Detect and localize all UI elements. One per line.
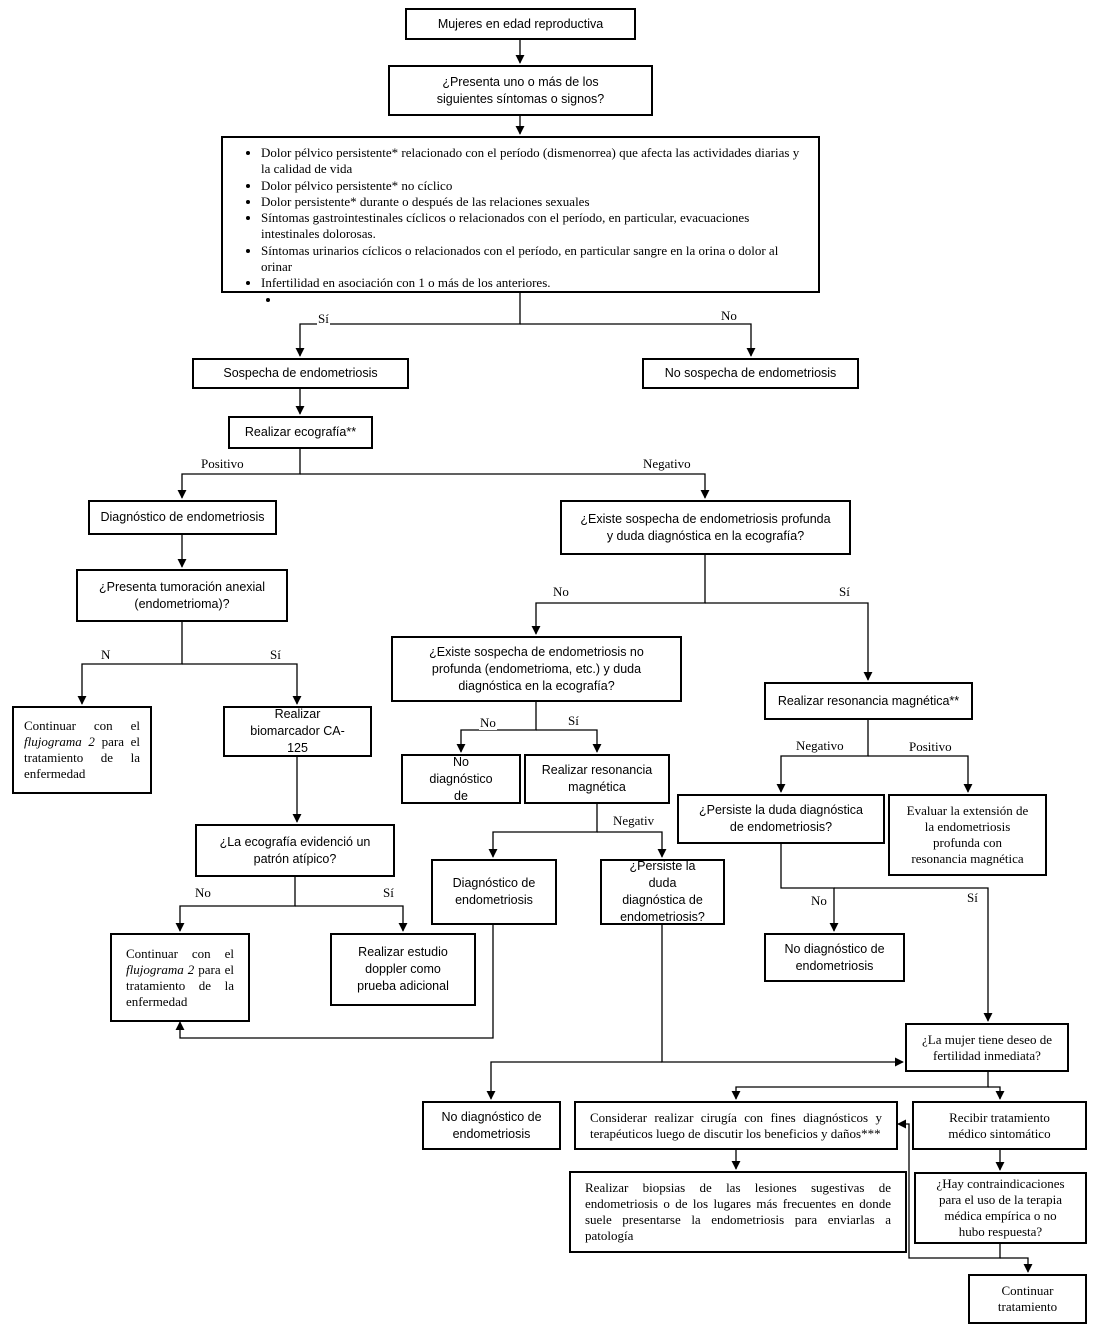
label-no-5: No: [194, 885, 212, 900]
empty-bullet: [281, 292, 808, 306]
biopsy-node: Realizar biopsias de las lesiones sugest…: [569, 1171, 907, 1253]
diagnosis-node-1: Diagnóstico de endometriosis: [88, 500, 277, 535]
line-symptoms-split: [295, 293, 521, 357]
arrow-to-no-diag3: [486, 1061, 662, 1100]
label-n-3: N: [100, 647, 112, 662]
label-no-4: No: [479, 715, 497, 730]
biomarker-node: Realizar biomarcador CA-125: [223, 706, 372, 757]
mri-node-1: Realizar resonancia magnética: [524, 754, 670, 804]
arrow-no-suspect: [520, 323, 756, 357]
symptom-item: Dolor pélvico persistente* relacionado c…: [261, 145, 808, 178]
persist-doubt-node-1: ¿Persiste la duda diagnóstica de endomet…: [600, 859, 725, 925]
arrow-nondeep-no: [456, 702, 537, 753]
label-negative-1: Negativo: [642, 456, 692, 471]
arrow-us-positive: [177, 449, 301, 499]
diagnosis-node-2: Diagnóstico de endometriosis: [431, 859, 557, 925]
continue-text-2: Continuar con el flujograma 2 para el tr…: [126, 945, 234, 1009]
continue-text-1: Continuar con el flujograma 2 para el tr…: [24, 718, 140, 781]
no-diagnosis-node-3: No diagnóstico de endometriosis: [422, 1101, 561, 1150]
label-negative-3: Negativ: [612, 813, 656, 828]
arrow-persist2-yes: [834, 887, 993, 1022]
arrow-fertility-symptomatic: [988, 1086, 1005, 1100]
arrow-contraind-to-continue: [1000, 1257, 1033, 1273]
label-positive-1: Positivo: [200, 456, 245, 471]
arrow-us-negative: [300, 473, 710, 499]
label-yes-3: Sí: [269, 647, 282, 662]
arrow-adnexal-yes: [182, 663, 302, 705]
label-yes-4: Sí: [567, 713, 580, 728]
arrow-persist2-no: [780, 844, 839, 932]
symptom-item: Síntomas urinarios cíclicos o relacionad…: [261, 243, 808, 276]
biopsy-text: Realizar biopsias de las lesiones sugest…: [585, 1180, 891, 1243]
label-yes-6: Sí: [966, 890, 979, 905]
arrow-adnexal-no: [77, 622, 183, 705]
label-yes-1: Sí: [317, 311, 330, 326]
no-suspect-node: No sospecha de endometriosis: [642, 358, 859, 389]
symptoms-list: Dolor pélvico persistente* relacionado c…: [233, 145, 808, 306]
start-node: Mujeres en edad reproductiva: [405, 8, 636, 40]
question-symptoms: ¿Presenta uno o más de los siguientes sí…: [388, 65, 653, 116]
arrow-deep-yes: [705, 602, 873, 681]
continue-flowchart-1: Continuar con el flujograma 2 para el tr…: [12, 706, 152, 794]
fertility-node: ¿La mujer tiene deseo de fertilidad inme…: [905, 1023, 1069, 1072]
surgery-text: Considerar realizar cirugía con fines di…: [590, 1109, 882, 1141]
symptoms-list-box: Dolor pélvico persistente* relacionado c…: [221, 136, 820, 293]
symptomatic-treatment-node: Recibir tratamiento médico sintomático: [912, 1101, 1087, 1150]
continue-treatment-node: Continuar tratamiento: [968, 1274, 1087, 1324]
symptom-item: Síntomas gastrointestinales cíclicos o r…: [261, 210, 808, 243]
label-yes-5: Sí: [382, 885, 395, 900]
label-positive-2: Positivo: [908, 739, 953, 754]
ultrasound-node: Realizar ecografía**: [228, 416, 373, 449]
continue-flowchart-2: Continuar con el flujograma 2 para el tr…: [110, 933, 250, 1022]
label-yes-2: Sí: [838, 584, 851, 599]
deep-suspect-node: ¿Existe sospecha de endometriosis profun…: [560, 500, 851, 555]
surgery-node: Considerar realizar cirugía con fines di…: [574, 1101, 898, 1150]
no-diagnosis-node-2: No diagnóstico de endometriosis: [764, 933, 905, 982]
evaluate-extension-node: Evaluar la extensión de la endometriosis…: [888, 794, 1047, 876]
suspect-node: Sospecha de endometriosis: [192, 358, 409, 389]
arrow-mri2-positive: [868, 755, 973, 793]
label-no-1: No: [720, 308, 738, 323]
arrow-mri1-negative: [597, 831, 667, 858]
label-no-2: No: [552, 584, 570, 599]
arrow-fertility-split: [731, 1072, 989, 1100]
label-no-6: No: [810, 893, 828, 908]
arrow-mri1-split: [488, 804, 598, 858]
label-negative-2: Negativo: [795, 738, 845, 753]
arrow-atypical-no: [175, 877, 296, 932]
arrow-atypical-yes: [295, 905, 408, 932]
symptom-item: Dolor pélvico persistente* no cíclico: [261, 178, 808, 194]
contraindications-node: ¿Hay contraindicaciones para el uso de l…: [914, 1172, 1087, 1244]
symptom-item: Infertilidad en asociación con 1 o más d…: [261, 275, 808, 291]
arrow-contraind-to-surgery: [897, 1119, 1001, 1259]
atypical-node: ¿La ecografía evidenció un patrón atípic…: [195, 824, 395, 877]
no-diagnosis-partial: No diagnóstico de: [401, 754, 521, 804]
arrow-mri2-negative: [776, 720, 869, 793]
symptom-item: Dolor persistente* durante o después de …: [261, 194, 808, 210]
mri-node-2: Realizar resonancia magnética**: [764, 682, 973, 720]
persist-doubt-node-2: ¿Persiste la duda diagnóstica de endomet…: [677, 794, 885, 844]
arrow-nondeep-yes: [536, 729, 602, 753]
nondeep-suspect-node: ¿Existe sospecha de endometriosis no pro…: [391, 636, 682, 702]
doppler-node: Realizar estudio doppler como prueba adi…: [330, 933, 476, 1006]
arrow-diag2-to-continue2: [175, 925, 494, 1039]
arrow-deep-no: [531, 555, 706, 635]
adnexal-node: ¿Presenta tumoración anexial (endometrio…: [76, 569, 288, 622]
